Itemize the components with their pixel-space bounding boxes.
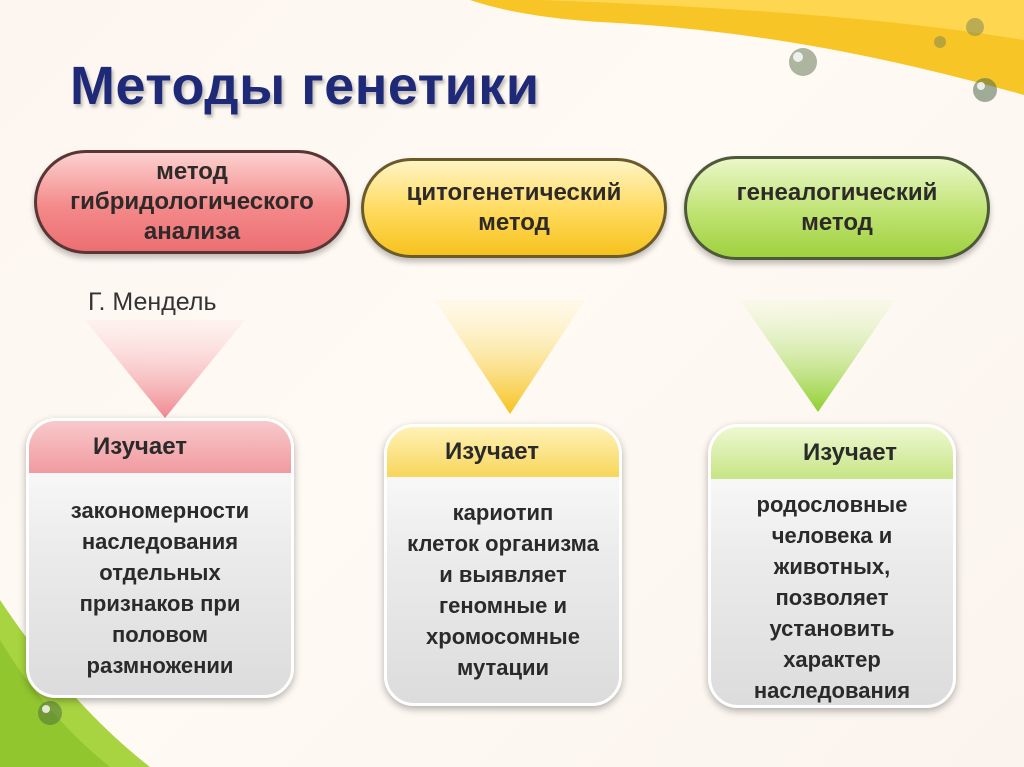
studies-label: Изучает (445, 438, 539, 465)
studies-card-hybridological: Изучает закономерности наследования отде… (26, 418, 294, 698)
method-genealogical-label: генеалогический метод (736, 179, 938, 236)
arrow-down-green-icon (740, 300, 895, 412)
studies-label: Изучает (803, 439, 897, 466)
method-genealogical-pill: генеалогический метод (684, 156, 990, 260)
studies-text: кариотип клеток организма и выявляет ген… (407, 500, 599, 680)
method-cytogenetic-label: цитогенетический метод (406, 179, 622, 236)
droplet-decor (789, 48, 817, 76)
author-mendel: Г. Мендель (88, 288, 217, 316)
arrow-down-yellow-icon (435, 300, 585, 414)
arrow-down-red-icon (85, 320, 245, 418)
method-hybridological-pill: метод гибридологического анализа (34, 150, 350, 254)
studies-card-header: Изучает (29, 421, 291, 473)
studies-card-genealogical: Изучает родословные человека и животных,… (708, 424, 956, 708)
method-hybridological-label: метод гибридологического анализа (70, 158, 314, 245)
studies-text: закономерности наследования отдельных пр… (70, 498, 250, 678)
page-title: Методы генетики (70, 56, 540, 116)
studies-label: Изучает (93, 433, 187, 460)
studies-card-header: Изучает (711, 427, 953, 479)
studies-text: родословные человека и животных, позволя… (753, 492, 911, 703)
studies-card-header: Изучает (387, 427, 619, 477)
studies-card-cytogenetic: Изучает кариотип клеток организма и выяв… (384, 424, 622, 706)
method-cytogenetic-pill: цитогенетический метод (361, 158, 667, 258)
